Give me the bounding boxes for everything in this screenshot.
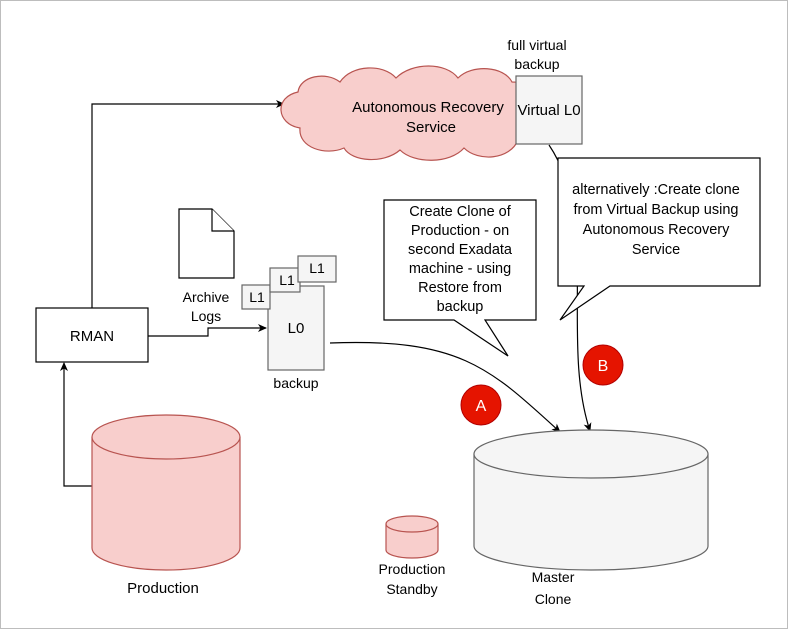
- backup-l0-label: L0: [288, 320, 305, 337]
- badge-b: B: [582, 344, 624, 386]
- callout-a-line-6: backup: [437, 299, 484, 315]
- edge-backup-to-master-clone: [329, 341, 561, 433]
- callout-b-line-1: alternatively :Create clone: [572, 182, 740, 198]
- callout-b: alternatively :Create clone from Virtual…: [557, 157, 761, 321]
- virtual-l0-box: Virtual L0: [515, 75, 583, 145]
- full-virtual-backup-label-line2: backup: [514, 56, 559, 72]
- backup-l1-label-3: L1: [309, 260, 325, 276]
- callout-a-line-5: Restore from: [418, 280, 502, 296]
- badge-a-label: A: [476, 398, 487, 415]
- production-label: Production: [127, 580, 199, 597]
- backup-l1-box-3: [297, 255, 337, 283]
- callout-b-line-2: from Virtual Backup using: [574, 202, 739, 218]
- badge-a: A: [460, 384, 502, 426]
- edge-production-to-rman: [60, 362, 92, 487]
- rman-box: RMAN: [35, 307, 149, 363]
- production-standby-label-line1: Production: [379, 561, 446, 577]
- master-clone-label-line1: Master: [532, 569, 575, 585]
- edge-rman-to-backup: [148, 324, 267, 337]
- rman-label: RMAN: [70, 328, 114, 345]
- callout-a-line-3: second Exadata: [408, 242, 513, 258]
- callout-b-line-4: Service: [632, 242, 680, 258]
- production-standby-cylinder: [385, 515, 439, 559]
- callout-a-line-4: machine - using: [409, 261, 511, 277]
- cloud-label-line2: Service: [406, 119, 456, 136]
- callout-b-line-3: Autonomous Recovery: [583, 222, 730, 238]
- callout-a-line-1: Create Clone of: [409, 204, 512, 220]
- callout-a-line-2: Production - on: [411, 223, 509, 239]
- edge-rman-to-recovery-service: [91, 100, 285, 308]
- autonomous-recovery-service-cloud: Autonomous Recovery Service: [280, 65, 551, 161]
- backup-l1-label-2: L1: [279, 272, 295, 288]
- badge-b-label: B: [598, 358, 609, 375]
- master-clone-label-line2: Clone: [535, 591, 572, 607]
- cloud-label-line1: Autonomous Recovery: [352, 99, 504, 116]
- archive-logs-label-line1: Archive: [183, 289, 230, 305]
- production-database-cylinder: [91, 414, 241, 571]
- backup-l1-box-1: [241, 284, 271, 310]
- backup-stack: L0 L1 L1 L1: [241, 255, 337, 371]
- backup-l1-label-1: L1: [249, 289, 265, 305]
- backup-label: backup: [273, 375, 318, 391]
- backup-l0-box: [267, 285, 325, 371]
- callout-a: Create Clone of Production - on second E…: [383, 199, 537, 357]
- full-virtual-backup-label-line1: full virtual: [507, 37, 566, 53]
- master-clone-cylinder: [473, 429, 709, 571]
- virtual-l0-label: Virtual L0: [517, 102, 580, 119]
- archive-logs-label-line2: Logs: [191, 308, 221, 324]
- archive-logs-document-icon: [178, 208, 235, 279]
- production-standby-label-line2: Standby: [386, 581, 437, 597]
